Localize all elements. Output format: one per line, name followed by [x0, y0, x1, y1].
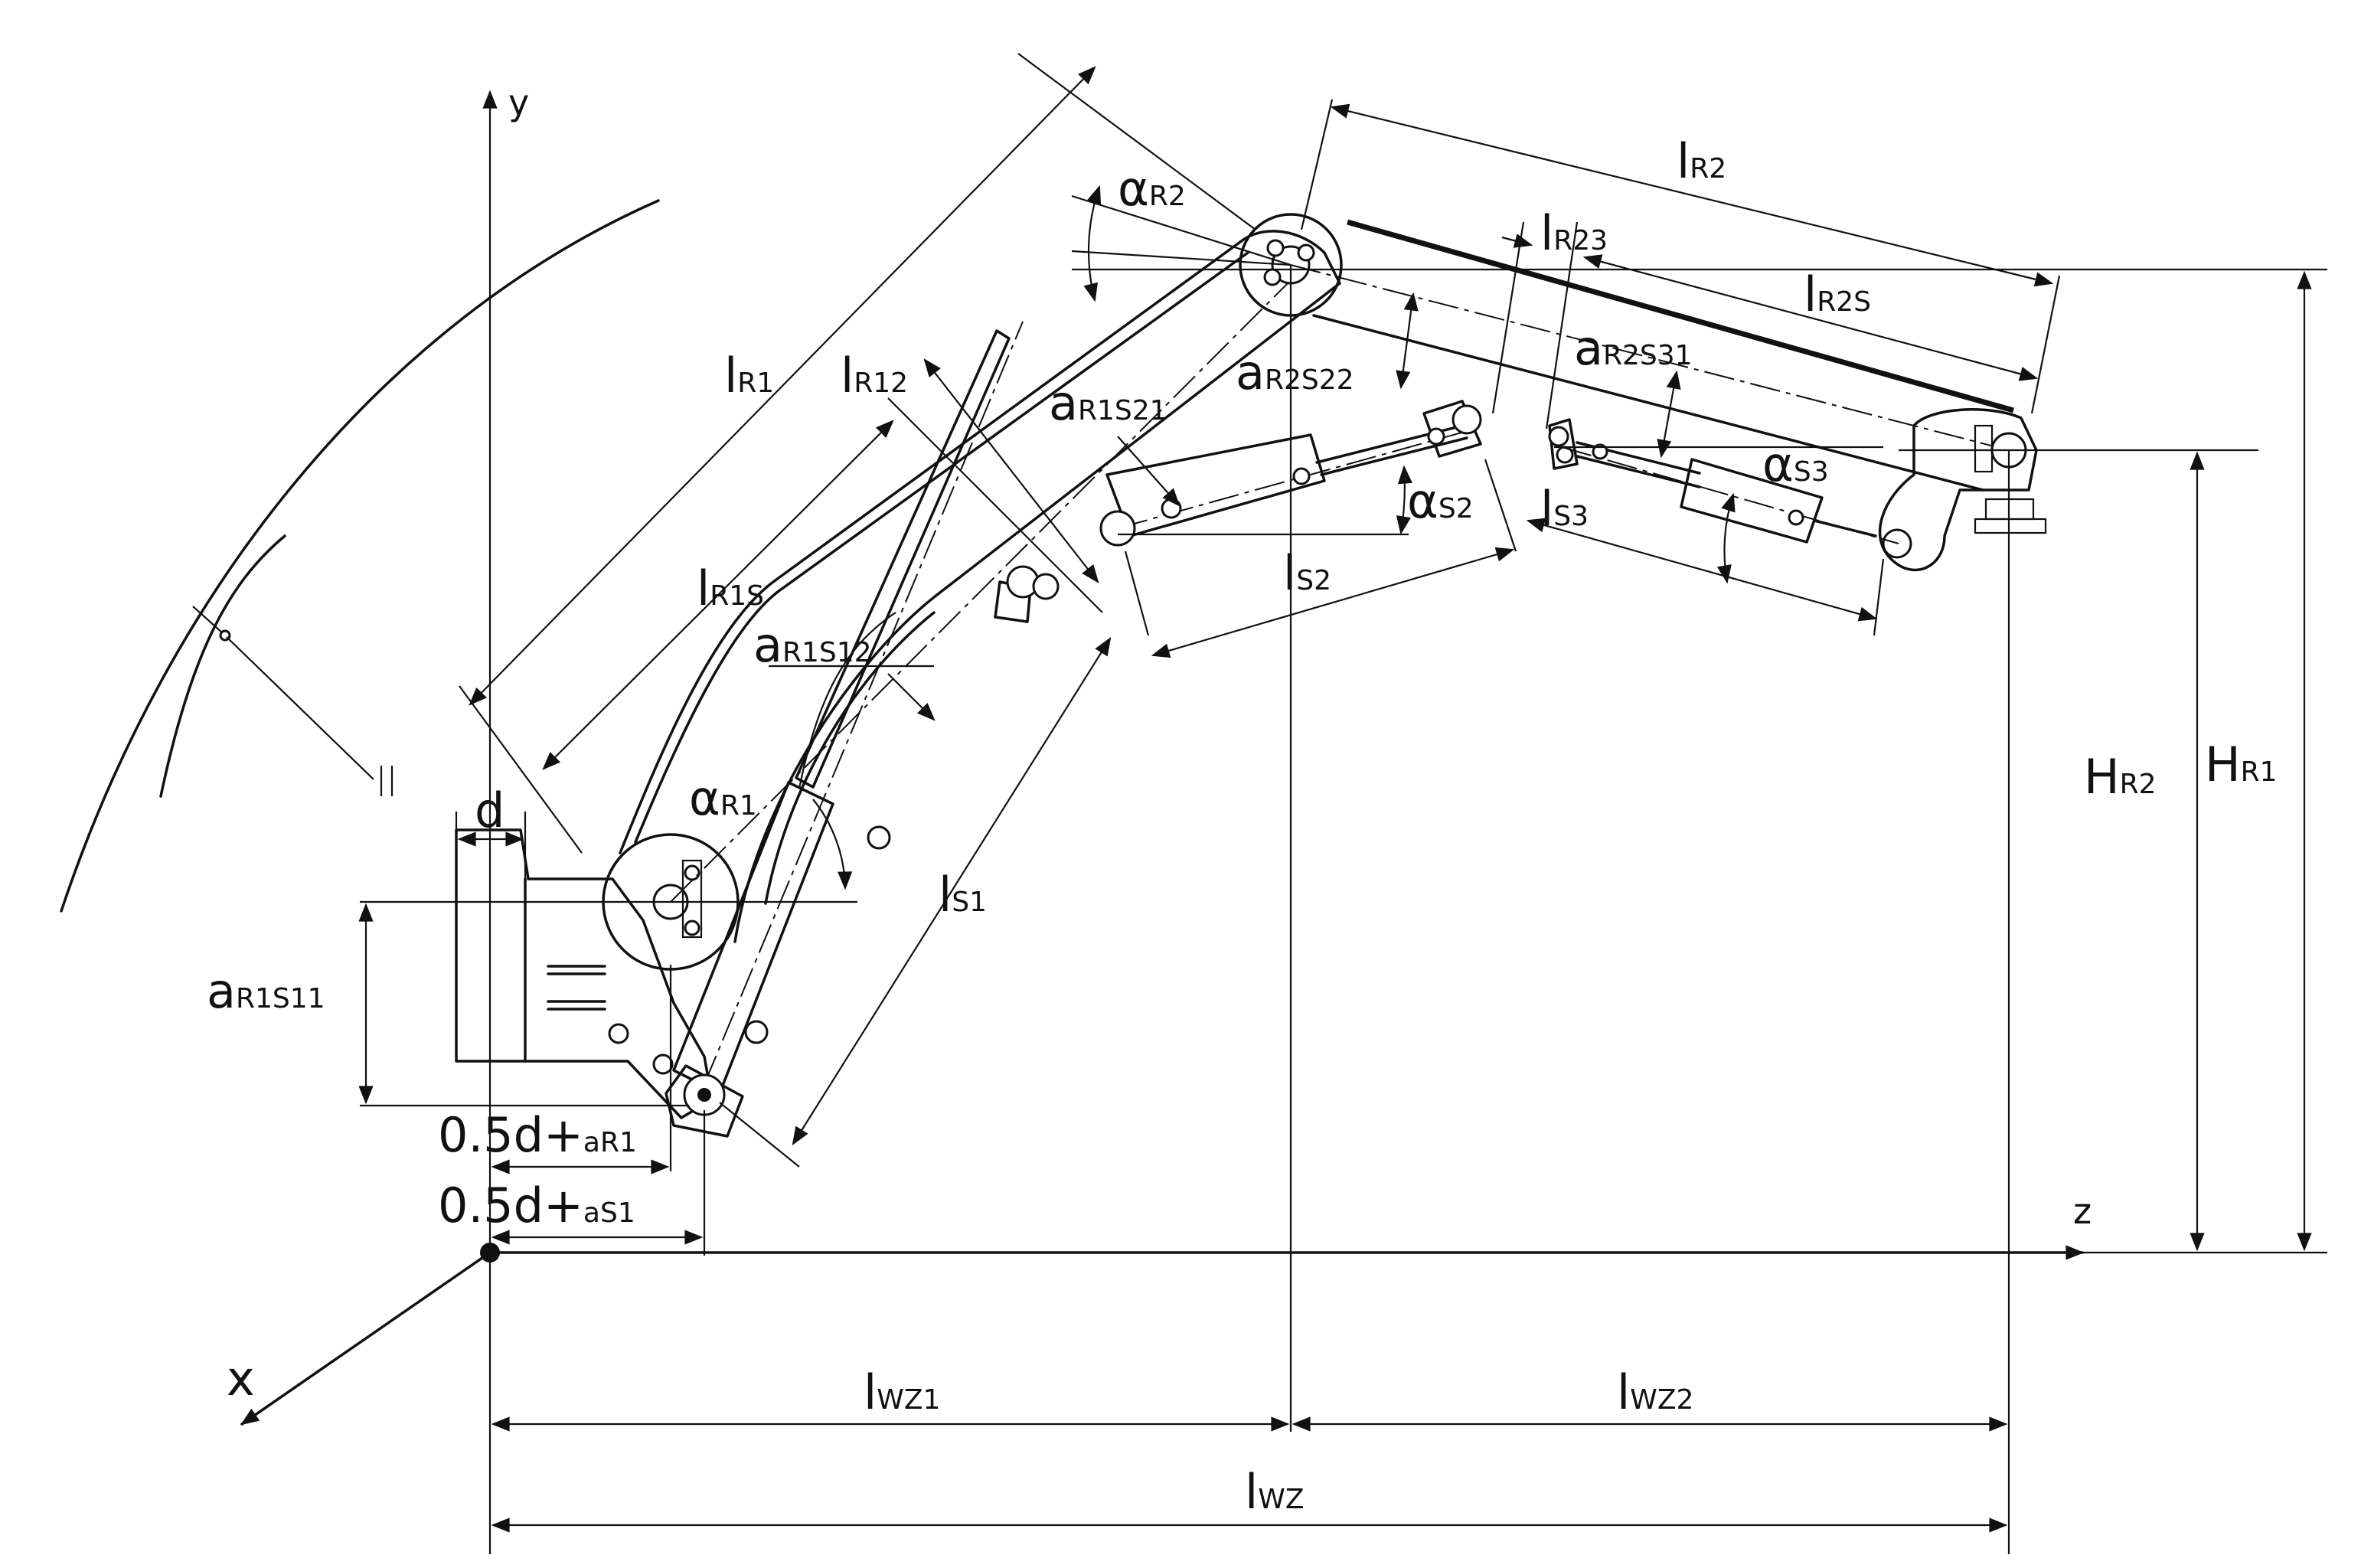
tunnel-inner-arc — [159, 534, 286, 798]
label-lr12: lR12 — [841, 348, 908, 403]
dim-ls2 — [1151, 547, 1515, 658]
z-axis-label: z — [2073, 1191, 2092, 1232]
dim-ls3 — [1526, 518, 1878, 622]
cylinder-s2 — [1099, 400, 1482, 547]
r2-angle-base — [1071, 250, 1292, 266]
dimension-lines — [358, 53, 2312, 1533]
dim-lr1 — [469, 66, 1096, 706]
label-ar1s21: aR1S21 — [1049, 375, 1167, 431]
dim-ar2s31 — [1657, 370, 1681, 459]
construction-lines — [360, 194, 2327, 1554]
dim-lr23 — [1501, 234, 1533, 248]
label-ls3: lS3 — [1540, 481, 1589, 537]
bracket-hole-2 — [652, 1054, 674, 1075]
angle-as3-arc — [1716, 492, 1736, 584]
bracket-hole-1 — [608, 1023, 629, 1044]
angle-ar2-arc — [1083, 185, 1102, 302]
label-ar1s12: aR1S12 — [753, 617, 872, 673]
label-alpha-r2: αR2 — [1118, 161, 1186, 217]
cylinder-s3 — [1548, 418, 1899, 544]
x-axis-label: x — [227, 1351, 255, 1406]
label-ar2s22: aR2S22 — [1236, 345, 1354, 400]
coordinate-axes: y z x — [227, 82, 2327, 1554]
cylinder-s3-clevis — [1548, 418, 1579, 470]
dim-ls1 — [792, 636, 1112, 1146]
label-lr2s: lR2S — [1804, 266, 1871, 322]
angle-as2-arc — [1396, 465, 1413, 535]
boom-r2 — [1239, 213, 2047, 572]
boom-r1-upper-edge — [634, 251, 1249, 844]
label-half-d-as1: 0.5d+aS1 — [438, 1178, 635, 1233]
label-alpha-s2: αS2 — [1407, 473, 1474, 529]
label-ls1: lS1 — [939, 867, 987, 923]
cylinder-s2-barrel — [1105, 433, 1326, 537]
label-hr1: HR1 — [2205, 737, 2278, 792]
label-lwz2: lWZ2 — [1617, 1364, 1693, 1420]
cylinder-s1-lower-clevis — [665, 1064, 744, 1138]
label-alpha-s3: αS3 — [1762, 436, 1829, 492]
anchor-rod-top — [192, 606, 224, 635]
tunnel-contour — [60, 199, 660, 913]
label-d: d — [475, 782, 505, 838]
boom-r2-bottom-edge — [1312, 314, 1984, 492]
label-alpha-r1: αR1 — [689, 770, 757, 826]
dim-lr2s — [1582, 254, 2039, 381]
label-ar2s31: aR2S31 — [1574, 320, 1693, 376]
cylinder-s1-port-1 — [744, 1020, 769, 1044]
angle-ar1-arc — [812, 799, 853, 890]
cylinder-s2-end-pin — [1452, 404, 1482, 435]
label-ls2: lS2 — [1283, 545, 1331, 601]
cylinder-s1-centerline — [704, 321, 1024, 1085]
label-lr1s: lR1S — [697, 560, 764, 616]
anchor-rod — [226, 636, 374, 780]
y-axis-label: y — [508, 82, 529, 123]
x-axis-line — [240, 1251, 491, 1426]
label-hr2: HR2 — [2084, 749, 2157, 805]
end-head — [1878, 408, 2038, 572]
label-lwz1: lWZ1 — [864, 1364, 940, 1420]
cylinder-s2-base-pin — [1099, 510, 1136, 547]
dimension-labels: lR1 lR12 lR1S aR1S21 aR1S12 αR1 lS1 αR2 … — [207, 133, 2278, 1520]
label-half-d-ar1: 0.5d+aR1 — [438, 1107, 637, 1163]
label-lwz: lWZ — [1245, 1464, 1305, 1520]
tunnel-outer-arc — [60, 199, 660, 913]
dim-lr2 — [1330, 103, 2054, 287]
label-lr2: lR2 — [1677, 133, 1726, 189]
dim-ar1s21 — [1117, 436, 1180, 507]
boom-r1-clamp — [681, 859, 703, 939]
angle-arcs — [812, 185, 1736, 890]
label-lr1: lR1 — [724, 348, 774, 403]
label-lr23: lR23 — [1540, 205, 1608, 261]
base-bracket — [455, 828, 714, 1119]
label-ar1s11: aR1S11 — [207, 963, 325, 1019]
dim-ar1s12 — [887, 673, 936, 721]
dim-ar2s22 — [1396, 292, 1419, 390]
dim-lr12 — [923, 358, 1099, 583]
cylinder-s1-port-2 — [867, 825, 891, 850]
origin-point — [480, 1243, 500, 1263]
dim-lr1s — [542, 420, 894, 770]
boom-r1-centerline — [670, 269, 1302, 903]
